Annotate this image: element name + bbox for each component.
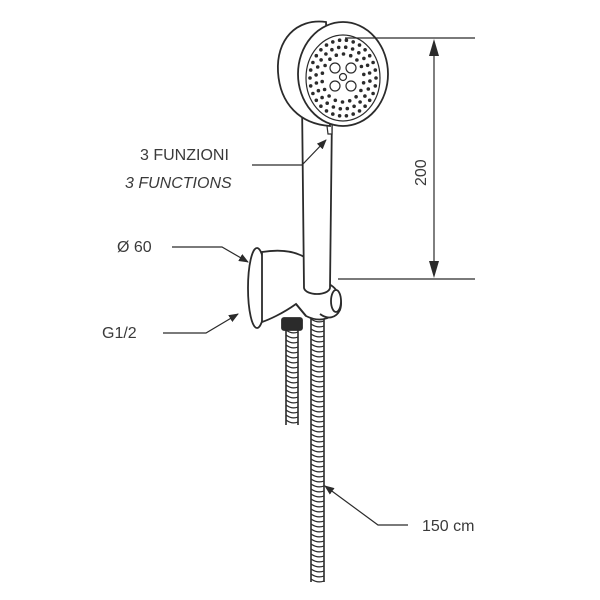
center-jet	[338, 72, 348, 82]
shower-head-center-jets	[329, 62, 357, 92]
nozzle-dot	[354, 95, 358, 99]
nozzle-dot	[357, 43, 362, 47]
nozzle-dot	[371, 91, 375, 96]
shower-hose	[285, 312, 325, 583]
nozzle-dot	[345, 106, 350, 111]
nozzle-dot	[363, 48, 367, 52]
nozzle-dot	[365, 63, 370, 68]
nozzle-dot	[337, 38, 342, 42]
nozzle-dot	[320, 71, 325, 75]
nozzle-dot	[344, 114, 349, 118]
nozzle-dot	[344, 38, 349, 42]
nozzle-dot	[324, 109, 329, 113]
nozzle-dot	[373, 84, 378, 88]
nozzle-dot	[340, 100, 345, 104]
nozzle-dot	[351, 112, 356, 116]
nozzle-dot	[348, 53, 353, 58]
nozzle-dot	[327, 94, 331, 98]
hose-length-label: 150 cm	[422, 518, 474, 535]
nozzle-dot	[341, 52, 346, 56]
nozzle-dot	[357, 109, 362, 113]
diameter-label: Ø 60	[117, 239, 152, 256]
functions-label-en: 3 FUNCTIONS	[125, 175, 232, 192]
nozzle-dot	[308, 84, 313, 88]
nozzle-dot	[374, 76, 378, 80]
nozzle-dot	[333, 98, 338, 103]
nozzle-dot	[308, 76, 312, 80]
nozzle-dot	[336, 45, 341, 50]
nozzle-dot	[338, 107, 343, 111]
shower-head-spray-ring	[305, 34, 381, 122]
functions-leader	[252, 139, 327, 166]
nozzle-dot	[351, 40, 356, 44]
nozzle-dot	[359, 64, 364, 69]
nozzle-dot	[320, 95, 324, 100]
nozzle-dot	[331, 40, 335, 44]
shower-head-nozzles	[308, 38, 378, 118]
functions-label-it: 3 FUNZIONI	[140, 147, 229, 164]
center-jet	[329, 80, 341, 92]
nozzle-dot	[363, 94, 367, 98]
nozzle-dot	[368, 79, 372, 83]
thread-label: G1/2	[102, 325, 137, 342]
center-jet	[345, 80, 357, 92]
nozzle-dot	[308, 68, 313, 72]
center-jet	[345, 62, 357, 74]
nozzle-dot	[361, 81, 366, 85]
nozzle-dot	[355, 58, 359, 62]
nozzle-dot	[328, 57, 332, 61]
nozzle-dot	[367, 53, 372, 58]
nozzle-dot	[315, 65, 320, 69]
nozzle-dot	[373, 68, 378, 72]
nozzle-dot	[319, 58, 323, 62]
nozzle-dot	[331, 112, 335, 116]
nozzle-dot	[359, 88, 363, 93]
nozzle-dot	[320, 79, 325, 84]
nozzle-dot	[314, 53, 319, 58]
hose-connector	[281, 317, 303, 331]
hand-shower	[277, 20, 389, 295]
nozzle-dot	[357, 51, 361, 55]
nozzle-dot	[366, 87, 371, 91]
nozzle-dot	[314, 73, 318, 77]
nozzle-dot	[314, 81, 319, 85]
nozzle-dot	[325, 101, 330, 105]
nozzle-dot	[311, 60, 315, 65]
nozzle-dot	[324, 52, 328, 56]
thread-leader	[163, 313, 239, 334]
nozzle-dot	[337, 114, 342, 118]
diameter-leader	[172, 246, 249, 263]
hose-length-leader	[324, 485, 408, 526]
nozzle-dot	[343, 45, 348, 49]
nozzle-dot	[371, 60, 375, 65]
height-dimension	[338, 37, 475, 280]
nozzle-dot	[331, 105, 336, 109]
hose-front-strand	[310, 312, 325, 583]
nozzle-dot	[363, 104, 367, 108]
nozzle-dot	[319, 48, 323, 52]
nozzle-dot	[358, 100, 362, 104]
nozzle-dot	[367, 98, 372, 103]
nozzle-dot	[319, 104, 323, 108]
nozzle-dot	[330, 47, 334, 52]
center-jet	[329, 62, 341, 74]
height-dim-label: 200	[413, 159, 430, 186]
nozzle-dot	[334, 53, 339, 57]
nozzle-dot	[316, 88, 321, 93]
nozzle-dot	[323, 63, 327, 68]
nozzle-dot	[352, 104, 356, 109]
nozzle-dot	[362, 56, 366, 61]
bracket-knob-end	[330, 289, 342, 313]
nozzle-dot	[314, 98, 319, 103]
nozzle-dot	[322, 87, 327, 92]
nozzle-dot	[311, 91, 315, 96]
nozzle-dot	[350, 47, 355, 51]
nozzle-dot	[347, 99, 352, 103]
nozzle-dot	[324, 43, 329, 47]
nozzle-dot	[367, 71, 372, 75]
hose-rear-strand	[285, 328, 299, 425]
nozzle-dot	[362, 72, 366, 77]
